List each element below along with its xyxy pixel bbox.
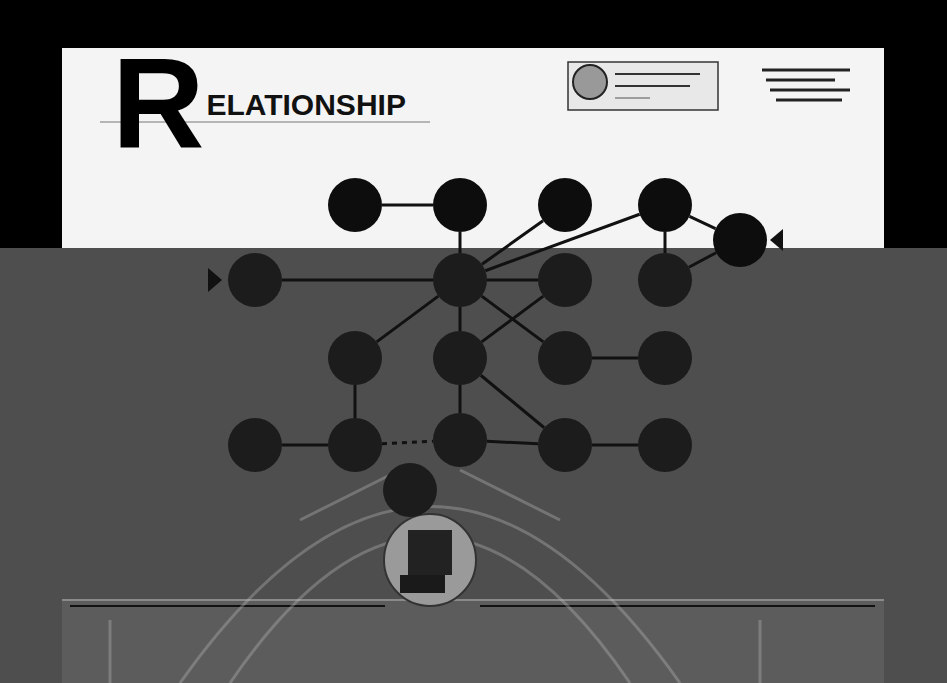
- network-circle: [538, 178, 592, 232]
- circle-fill: [538, 253, 592, 307]
- circle-shape: [433, 413, 487, 467]
- network-circle: [538, 331, 592, 385]
- relationship-line: [592, 444, 638, 447]
- circle-fill: [538, 178, 592, 232]
- circle-fill: [228, 253, 282, 307]
- circle-fill: [638, 331, 692, 385]
- circle-fill: [328, 331, 382, 385]
- network-circle: [433, 413, 487, 467]
- relationship-line: [482, 296, 544, 342]
- relationship-line: [592, 357, 638, 360]
- circle-shape: [638, 178, 692, 232]
- relationship-line: [487, 279, 538, 282]
- network-circle: [228, 418, 282, 472]
- network-circle: [638, 253, 692, 307]
- circle-shape: [713, 213, 767, 267]
- relationship-line: [689, 253, 716, 268]
- relationship-line: [459, 385, 462, 413]
- circle-shape: [328, 178, 382, 232]
- network-circle: [328, 331, 382, 385]
- circle-shape: [433, 178, 487, 232]
- network-circle: [538, 253, 592, 307]
- circle-shape: [433, 253, 487, 307]
- circle-fill: [433, 331, 487, 385]
- circle-fill: [638, 418, 692, 472]
- circle-fill: [433, 413, 487, 467]
- relationship-line: [487, 441, 538, 443]
- network-circle: [383, 463, 437, 517]
- relationship-line: [482, 296, 544, 342]
- relationship-line: [282, 444, 328, 447]
- network-circle: [433, 331, 487, 385]
- circle-fill: [638, 178, 692, 232]
- circle-fill: [383, 463, 437, 517]
- circle-fill: [328, 178, 382, 232]
- network-circle: [638, 178, 692, 232]
- network-circle: [328, 178, 382, 232]
- circle-fill: [433, 178, 487, 232]
- circle-shape: [638, 418, 692, 472]
- circle-shape: [538, 178, 592, 232]
- circle-fill: [538, 418, 592, 472]
- circle-fill: [433, 253, 487, 307]
- network-circle: [433, 178, 487, 232]
- circle-shape: [638, 331, 692, 385]
- relationship-line: [482, 221, 543, 265]
- circle-fill: [228, 418, 282, 472]
- circle-shape: [383, 463, 437, 517]
- circle-fill: [538, 331, 592, 385]
- relationship-line: [282, 279, 433, 282]
- circle-shape: [328, 418, 382, 472]
- circle-shape: [228, 418, 282, 472]
- circle-shape: [433, 331, 487, 385]
- circle-shape: [538, 253, 592, 307]
- relationship-line: [689, 216, 715, 228]
- network-circle: [713, 213, 767, 267]
- relationship-line: [459, 232, 462, 253]
- relationship-line: [377, 296, 439, 342]
- relationship-line: [382, 441, 433, 443]
- slide-title: RELATIONSHIP: [112, 52, 406, 154]
- network-circle: [228, 253, 282, 307]
- network-circle: [638, 331, 692, 385]
- circle-fill: [638, 253, 692, 307]
- network-circle: [328, 418, 382, 472]
- network-circle: [538, 418, 592, 472]
- relationship-line: [664, 232, 667, 253]
- network-circle: [638, 418, 692, 472]
- network-circle: [433, 253, 487, 307]
- relationship-line: [481, 375, 544, 428]
- circle-shape: [538, 331, 592, 385]
- circle-shape: [328, 331, 382, 385]
- circle-shape: [538, 418, 592, 472]
- circle-fill: [328, 418, 382, 472]
- circle-shape: [638, 253, 692, 307]
- circle-fill: [713, 213, 767, 267]
- relationship-line: [354, 385, 357, 418]
- relationship-line: [382, 204, 433, 207]
- circle-shape: [228, 253, 282, 307]
- relationship-line: [459, 307, 462, 331]
